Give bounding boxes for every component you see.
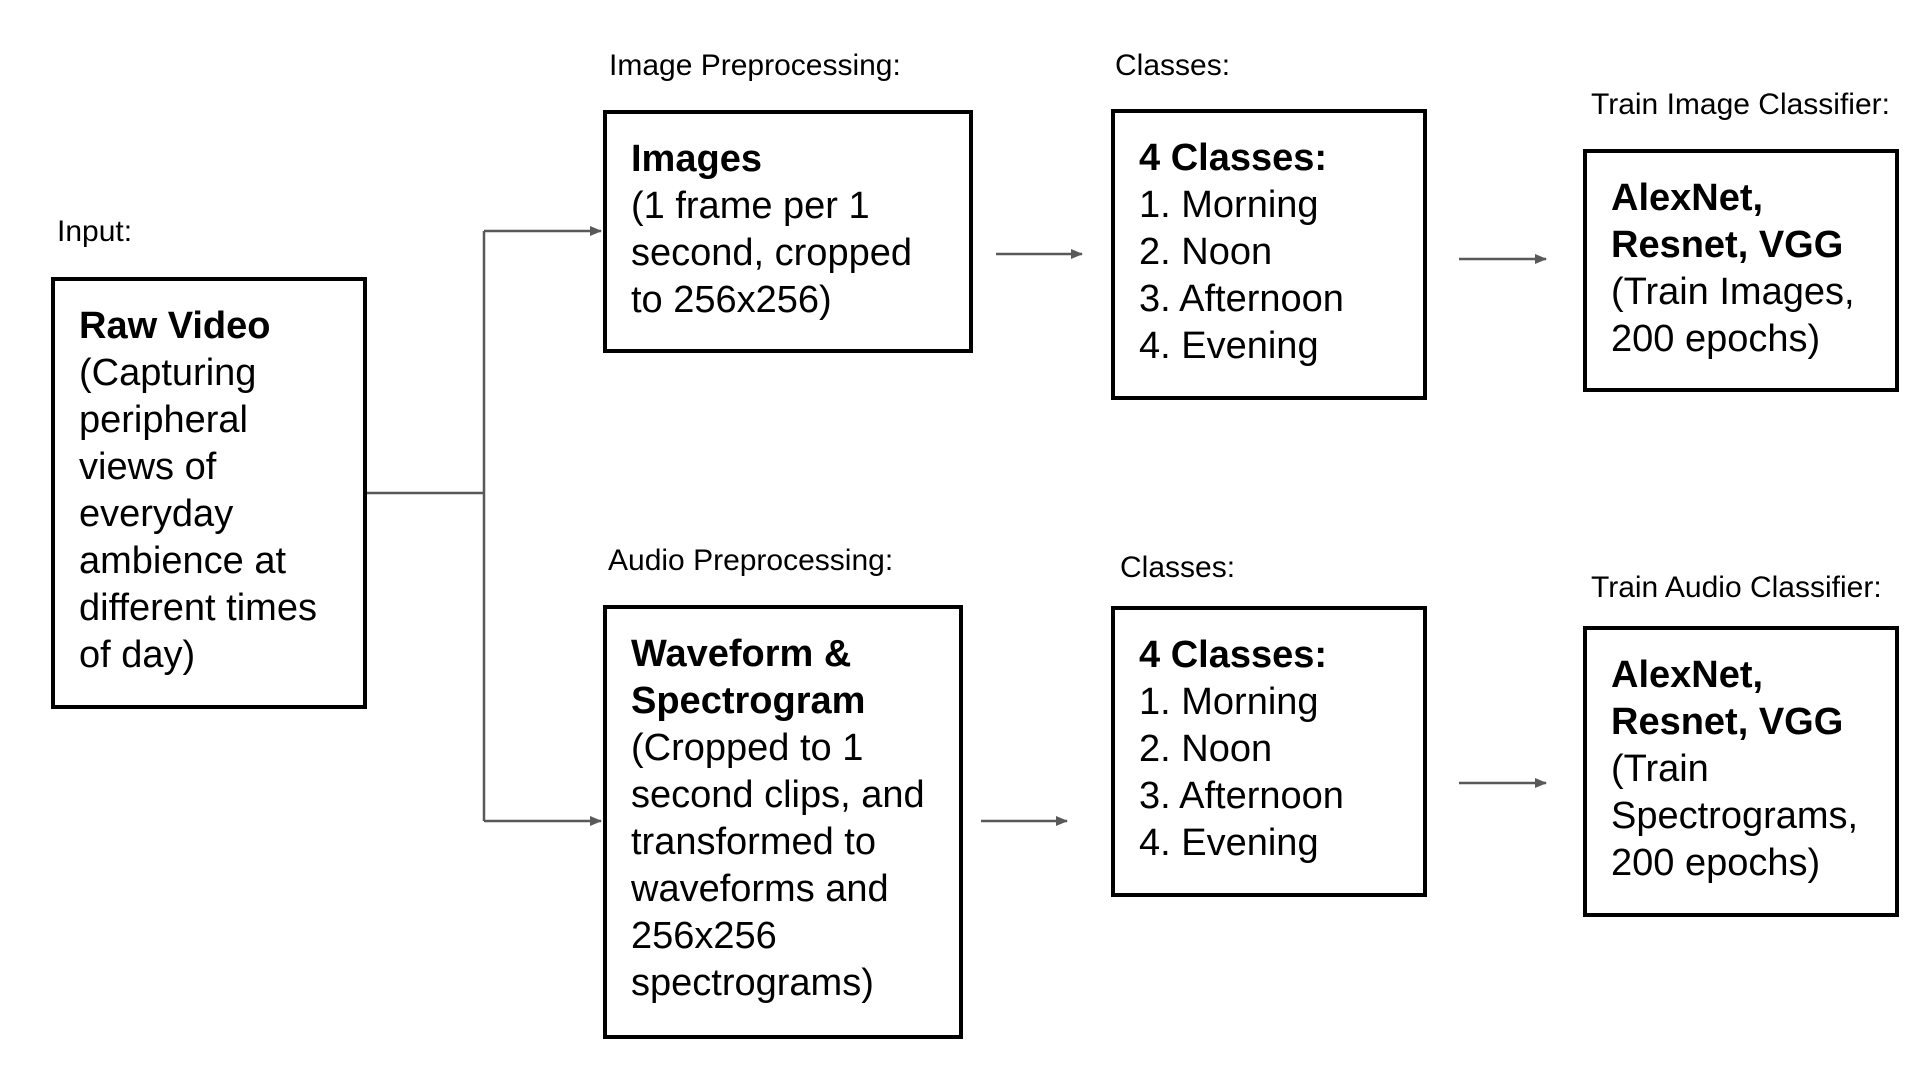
audio-preprocessing-label: Audio Preprocessing:: [608, 544, 894, 577]
train-image-classifier-label: Train Image Classifier:: [1591, 88, 1890, 121]
image-classes-title: 4 Classes:: [1139, 137, 1328, 179]
audio-class-item: 3. Afternoon: [1139, 775, 1344, 817]
image-classifier-description: (Train Images, 200 epochs): [1611, 271, 1855, 360]
audio-class-item: 4. Evening: [1139, 822, 1319, 864]
audio-classes-label: Classes:: [1120, 551, 1236, 584]
audio-classes-box: 4 Classes: 1. Morning 2. Noon 3. Afterno…: [1111, 606, 1427, 897]
image-class-item: 3. Afternoon: [1139, 278, 1344, 320]
waveform-spectrogram-description: (Cropped to 1 second clips, and transfor…: [631, 727, 925, 1004]
raw-video-title: Raw Video: [79, 305, 271, 347]
image-preprocessing-label: Image Preprocessing:: [609, 49, 901, 82]
image-classes-box: 4 Classes: 1. Morning 2. Noon 3. Afterno…: [1111, 109, 1427, 400]
images-description: (1 frame per 1 second, cropped to 256x25…: [631, 185, 912, 321]
waveform-spectrogram-title: Waveform & Spectrogram: [631, 633, 866, 722]
image-classifier-box: AlexNet, Resnet, VGG (Train Images, 200 …: [1583, 149, 1899, 392]
images-title: Images: [631, 138, 762, 180]
waveform-spectrogram-box: Waveform & Spectrogram (Cropped to 1 sec…: [603, 605, 963, 1039]
image-class-item: 4. Evening: [1139, 325, 1319, 367]
raw-video-description: (Capturing peripheral views of everyday …: [79, 352, 317, 676]
images-box: Images (1 frame per 1 second, cropped to…: [603, 110, 973, 353]
audio-classifier-box: AlexNet, Resnet, VGG (Train Spectrograms…: [1583, 626, 1899, 917]
audio-classifier-description: (Train Spectrograms, 200 epochs): [1611, 748, 1859, 884]
train-audio-classifier-label: Train Audio Classifier:: [1591, 571, 1882, 604]
image-class-item: 1. Morning: [1139, 184, 1319, 226]
input-label: Input:: [57, 215, 133, 248]
raw-video-box: Raw Video (Capturing peripheral views of…: [51, 277, 367, 709]
audio-classes-title: 4 Classes:: [1139, 634, 1328, 676]
image-classifier-models: AlexNet, Resnet, VGG: [1611, 177, 1844, 266]
audio-class-item: 1. Morning: [1139, 681, 1319, 723]
image-classes-label: Classes:: [1115, 49, 1231, 82]
image-class-item: 2. Noon: [1139, 231, 1273, 273]
audio-class-item: 2. Noon: [1139, 728, 1273, 770]
audio-classifier-models: AlexNet, Resnet, VGG: [1611, 654, 1844, 743]
